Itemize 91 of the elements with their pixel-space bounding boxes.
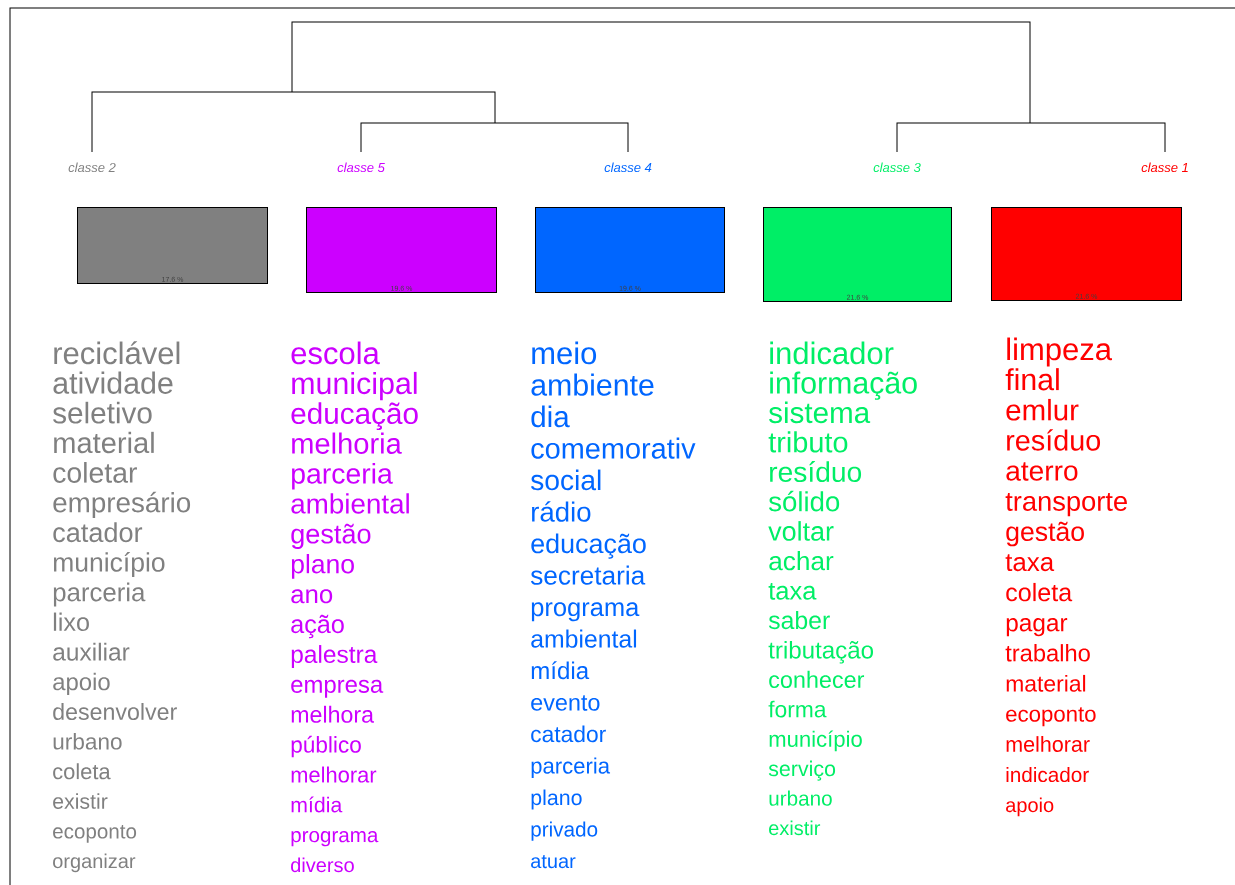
word-label: reciclável xyxy=(54,341,180,365)
word-label: diverso xyxy=(291,857,354,873)
word-label: tributo xyxy=(768,431,848,453)
word-label: comemorativ xyxy=(531,437,696,459)
word-label: secretaria xyxy=(530,565,646,585)
word-label: ecoponto xyxy=(53,825,137,843)
word-label: privado xyxy=(531,821,598,841)
word-label: evento xyxy=(531,695,600,711)
word-label: material xyxy=(54,431,154,454)
word-label: existir xyxy=(53,793,108,809)
word-label: meio xyxy=(532,341,597,365)
word-label: seletivo xyxy=(53,401,152,424)
word-label: gestão xyxy=(291,523,371,549)
word-label: atuar xyxy=(531,855,576,869)
word-label: educação xyxy=(531,533,646,559)
word-label: parceria xyxy=(531,757,611,779)
word-label: coleta xyxy=(1006,582,1073,602)
word-label: mídia xyxy=(531,661,590,680)
word-label: taxa xyxy=(768,583,817,600)
word-label: sólido xyxy=(768,490,840,512)
word-label: melhora xyxy=(291,705,374,723)
word-label: programa xyxy=(291,831,379,847)
word-label: educação xyxy=(291,402,418,431)
word-label: informação xyxy=(770,371,917,400)
word-label: melhoria xyxy=(292,432,402,454)
word-label: escola xyxy=(291,341,380,365)
word-label: rádio xyxy=(532,501,591,522)
word-label: ambiental xyxy=(531,629,637,648)
word-label: empresário xyxy=(53,491,191,518)
word-label: empresa xyxy=(291,679,384,698)
word-label: resíduo xyxy=(770,461,862,483)
word-label: taxa xyxy=(1005,554,1055,572)
word-label: urbano xyxy=(53,733,122,750)
word-label: plano xyxy=(531,789,582,810)
word-label: gestão xyxy=(1006,521,1084,547)
class-label: classe 3 xyxy=(873,162,921,173)
word-label: urbano xyxy=(769,790,832,806)
class-label: classe 5 xyxy=(337,162,385,173)
word-label: lixo xyxy=(53,612,89,632)
word-label: melhorar xyxy=(291,766,377,783)
word-label: catador xyxy=(531,725,606,743)
word-label: melhorar xyxy=(1006,736,1090,752)
word-label: município xyxy=(53,552,165,577)
word-label: apoio xyxy=(53,672,110,696)
word-label: plano xyxy=(291,554,354,579)
word-label: indicador xyxy=(1006,766,1089,783)
word-label: voltar xyxy=(768,521,834,541)
word-label: auxiliar xyxy=(53,642,130,661)
word-label: ambiente xyxy=(531,373,654,396)
word-label: parceria xyxy=(292,462,393,490)
word-label: aterro xyxy=(1006,462,1078,481)
word-label: emlur xyxy=(1006,398,1079,421)
word-label: ambiental xyxy=(291,493,409,514)
word-label: limpeza xyxy=(1007,337,1112,367)
word-label: atividade xyxy=(53,371,173,394)
word-label: indicador xyxy=(770,341,894,365)
word-label: trabalho xyxy=(1005,644,1090,662)
class-label: classe 2 xyxy=(68,162,116,173)
word-label: achar xyxy=(769,551,834,571)
word-label: tributação xyxy=(768,640,873,664)
word-label: organizar xyxy=(53,853,136,873)
word-label: pagar xyxy=(1006,618,1068,637)
word-label: conhecer xyxy=(769,670,865,689)
word-label: mídia xyxy=(291,796,343,813)
word-label: resíduo xyxy=(1007,429,1101,451)
class-label: classe 1 xyxy=(1141,162,1188,173)
word-label: existir xyxy=(769,820,821,836)
word-label: desenvolver xyxy=(53,703,177,720)
word-label: serviço xyxy=(768,760,836,781)
word-label: material xyxy=(1006,674,1086,692)
word-label: ano xyxy=(291,589,333,604)
word-label: coleta xyxy=(53,763,111,780)
word-label: apoio xyxy=(1006,797,1054,817)
word-label: transporte xyxy=(1005,493,1127,517)
word-label: municipal xyxy=(292,371,417,401)
word-label: catador xyxy=(53,522,143,543)
word-label: município xyxy=(769,730,862,752)
word-label: dia xyxy=(531,405,570,428)
word-label: sistema xyxy=(769,401,871,424)
class-label: classe 4 xyxy=(604,162,652,173)
word-label: ecoponto xyxy=(1006,707,1096,727)
word-label: palestra xyxy=(291,645,378,668)
word-label: público xyxy=(291,735,361,758)
word-label: programa xyxy=(531,602,640,622)
word-label: coletar xyxy=(53,462,137,483)
word-label: saber xyxy=(768,610,830,630)
word-label: forma xyxy=(768,700,827,718)
word-label: social xyxy=(531,469,601,491)
word-label: parceria xyxy=(53,582,146,607)
word-label: final xyxy=(1005,368,1059,391)
word-label: ação xyxy=(291,614,344,639)
